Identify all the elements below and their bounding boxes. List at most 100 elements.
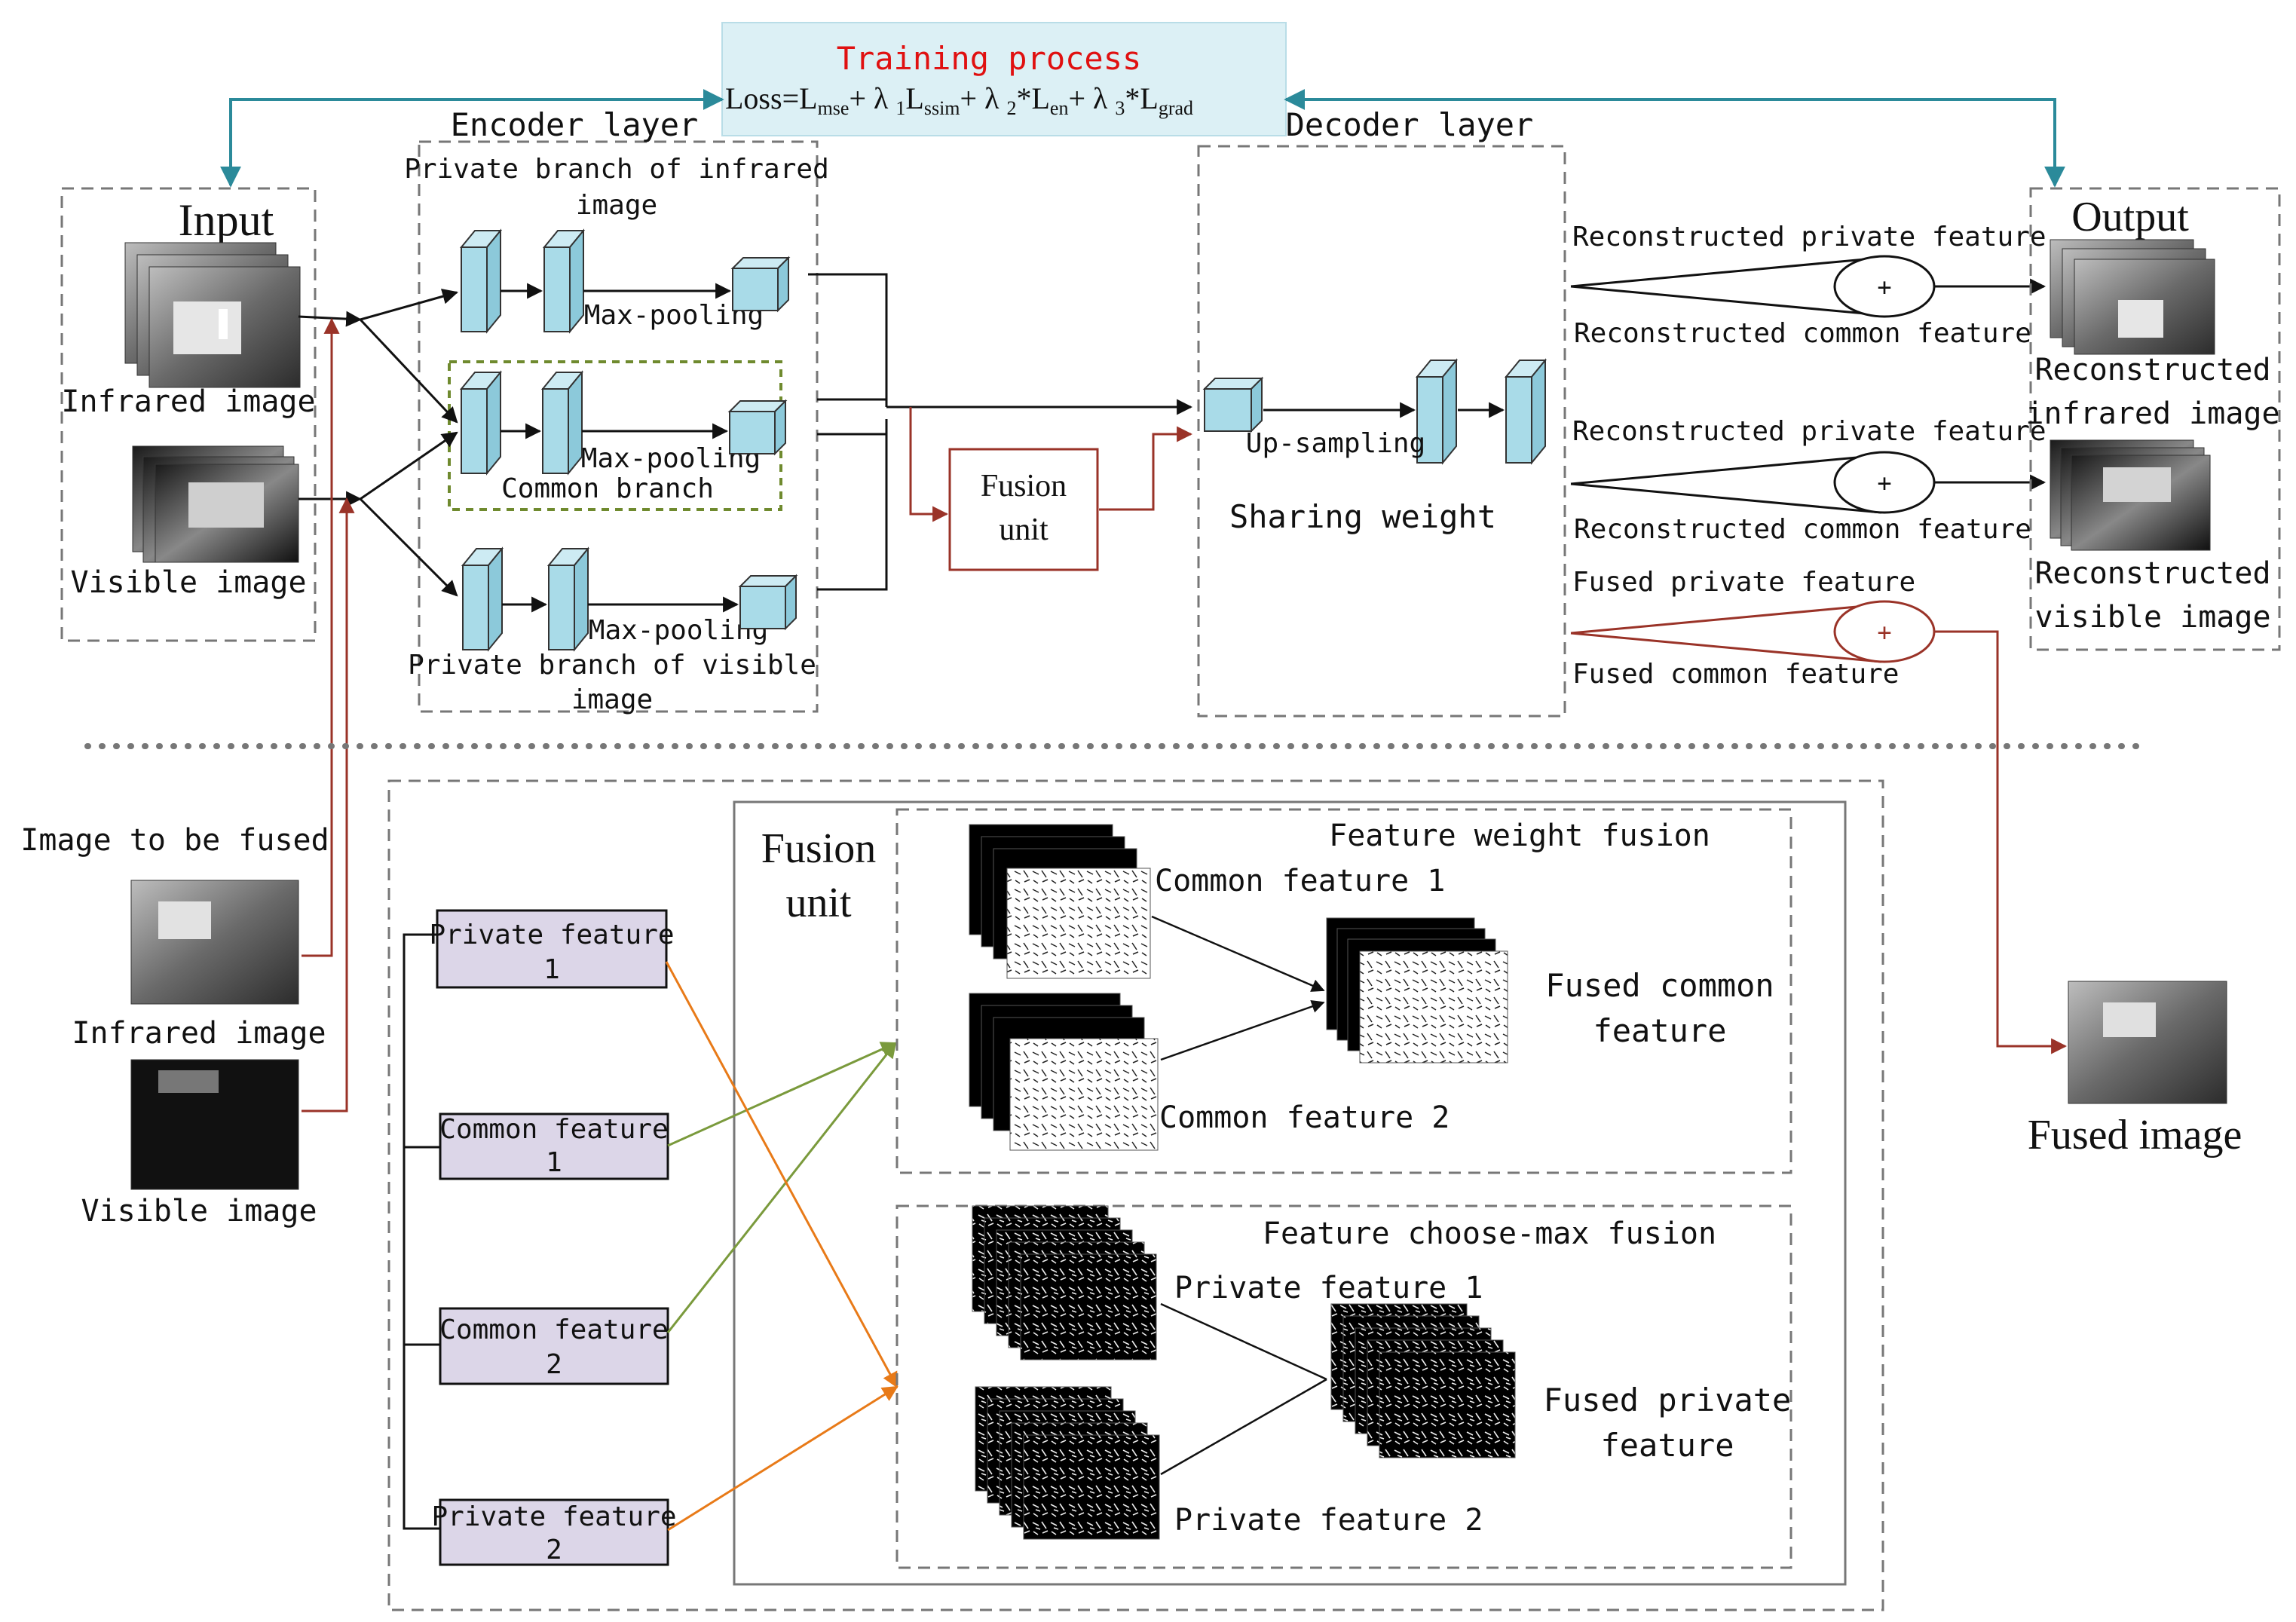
input-infrared-label: Infrared image — [61, 384, 315, 419]
private-feature-2-box: Private feature 2 — [431, 1498, 677, 1566]
plus-3: + — [1877, 618, 1891, 647]
output-box: Output Reconstructed infrared image Reco… — [2025, 187, 2281, 651]
recon-vis-label-2: visible image — [2034, 600, 2270, 635]
conv-block-common-2 — [540, 370, 584, 476]
common-feature-2-box: Common feature 2 — [439, 1307, 669, 1385]
image-to-be-fused-label: Image to be fused — [20, 823, 329, 858]
pool-block-ir — [730, 256, 791, 313]
bottom-outer-box — [387, 779, 1884, 1611]
loss-arrow-right — [1284, 89, 2065, 188]
image-to-be-fused-group: Image to be fused Infrared image Visible… — [20, 823, 329, 1229]
private-feature-1-label-1: Private feature — [429, 920, 674, 950]
fused-private-feature-stack — [1330, 1303, 1516, 1458]
recon-ir-label-1: Reconstructed — [2034, 353, 2270, 387]
recon-common-label-2: Reconstructed common feature — [1574, 514, 2031, 545]
fusion-unit-box: Fusion unit — [948, 448, 1099, 571]
fused-private-label: Fused private feature — [1572, 567, 1915, 598]
common-branch-label: Common branch — [501, 473, 714, 504]
sharing-weight-label: Sharing weight — [1229, 498, 1496, 535]
private-feature-1-box: Private feature 1 — [429, 909, 675, 989]
common-feature-2-stack — [969, 993, 1159, 1151]
fusion-unit-box-label-2: unit — [999, 513, 1049, 547]
common-feature-2-label: Common feature 2 — [1159, 1100, 1450, 1135]
private-vis-branch-label-1: Private branch of visible — [408, 650, 816, 681]
private-feature-1-stack — [972, 1205, 1157, 1360]
recon-vis-label-1: Reconstructed — [2034, 556, 2270, 591]
private-ir-branch-label-2: image — [576, 190, 657, 221]
fusion-unit-box-label-1: Fusion — [981, 469, 1067, 503]
decoder-box: Decoder layer Up-sampling Sharing weight — [1197, 106, 1566, 718]
recon-vis-path: Reconstructed private feature Reconstruc… — [1570, 416, 2047, 545]
maxpool-label-3: Max-pooling — [589, 615, 768, 646]
upsampling-label: Up-sampling — [1246, 428, 1425, 459]
common-feature-1-box: Common feature 1 — [439, 1112, 669, 1180]
common-feature-1-label: Common feature 1 — [1155, 864, 1445, 898]
fused-image — [2068, 981, 2227, 1104]
encoder-title: Encoder layer — [451, 106, 699, 143]
loss-arrow-left — [220, 89, 724, 188]
fused-common-label: Fused common feature — [1572, 659, 1899, 690]
training-title: Training process — [837, 40, 1142, 77]
bottom-infrared-label: Infrared image — [72, 1016, 326, 1051]
decoder-title: Decoder layer — [1286, 106, 1534, 143]
private-feature-2-label-2: 2 — [546, 1535, 562, 1565]
fusion-unit-detail-label-2: unit — [785, 880, 852, 926]
common-feature-2-label-2: 2 — [546, 1349, 562, 1380]
fused-private-label-2: feature — [1600, 1427, 1734, 1464]
private-feature-1-label: Private feature 1 — [1174, 1271, 1483, 1305]
fusion-unit-detail-label-1: Fusion — [761, 825, 877, 872]
conv-block-ir-1 — [459, 228, 503, 334]
fusion-unit-detail-box — [733, 800, 1847, 1586]
plus-1: + — [1877, 273, 1891, 301]
feature-connectors — [665, 961, 899, 1532]
conv-block-ir-2 — [542, 228, 586, 334]
private-feature-2-label-1: Private feature — [431, 1501, 676, 1532]
recon-private-label-1: Reconstructed private feature — [1572, 222, 2047, 252]
fused-image-label: Fused image — [2028, 1112, 2242, 1158]
private-feature-2-label: Private feature 2 — [1174, 1503, 1483, 1538]
fusion-path-top — [302, 317, 1193, 1112]
input-title: Input — [179, 195, 274, 245]
recon-private-label-2: Reconstructed private feature — [1572, 416, 2047, 447]
conv-block-common-1 — [459, 370, 503, 476]
plus-2: + — [1877, 469, 1891, 497]
common-feature-2-label-1: Common feature — [439, 1314, 668, 1345]
recon-ir-path: Reconstructed private feature Reconstruc… — [1570, 222, 2047, 349]
upsample-block — [1202, 376, 1264, 433]
bottom-visible-label: Visible image — [81, 1194, 317, 1229]
visible-image-stack — [132, 445, 299, 563]
private-feature-2-stack — [975, 1386, 1160, 1540]
feature-choose-max-title: Feature choose-max fusion — [1263, 1216, 1716, 1251]
pool-block-common — [727, 399, 788, 456]
private-feature-1-label-2: 1 — [543, 954, 560, 985]
fused-image-group: Fused image — [2028, 981, 2242, 1158]
common-feature-1-label-2: 1 — [546, 1147, 562, 1178]
fused-common-label-1: Fused common — [1545, 967, 1774, 1004]
training-process-panel: Training process Loss=Lmse+ λ 1Lssim+ λ … — [721, 22, 1287, 136]
common-feature-1-label-1: Common feature — [439, 1114, 668, 1145]
decoder-conv-2 — [1504, 358, 1548, 465]
encoder-arrows — [298, 273, 1193, 613]
fused-common-feature-stack — [1326, 917, 1508, 1063]
input-box: Input Infrared image Visible image — [60, 187, 317, 642]
fused-private-label-1: Fused private — [1544, 1382, 1792, 1418]
pool-block-vis — [738, 574, 798, 631]
conv-block-vis-2 — [546, 546, 590, 652]
recon-vis-image-stack — [2050, 439, 2211, 551]
common-feature-1-stack — [969, 824, 1151, 979]
feature-weight-fusion-title: Feature weight fusion — [1329, 819, 1710, 853]
private-vis-branch-label-2: image — [571, 684, 653, 715]
infrared-image-stack — [124, 242, 301, 388]
fused-common-label-2: feature — [1593, 1012, 1726, 1049]
loss-formula: Loss=Lmse+ λ 1Lssim+ λ 2*Len+ λ 3*Lgrad — [725, 81, 1193, 119]
output-title: Output — [2071, 194, 2189, 240]
feature-choose-max-fusion-box: Feature choose-max fusion Private featur… — [895, 1204, 1792, 1569]
input-visible-label: Visible image — [70, 565, 306, 600]
recon-ir-label-2: infrared image — [2025, 396, 2279, 431]
decoder-conv-1 — [1415, 358, 1459, 465]
fused-path: Fused private feature Fused common featu… — [1570, 567, 2068, 1054]
feature-list: Private feature 1 Common feature 1 Commo… — [403, 909, 677, 1566]
private-ir-branch-label-1: Private branch of infrared — [404, 154, 829, 185]
encoder-box: Encoder layer Private branch of infrared… — [404, 106, 829, 715]
